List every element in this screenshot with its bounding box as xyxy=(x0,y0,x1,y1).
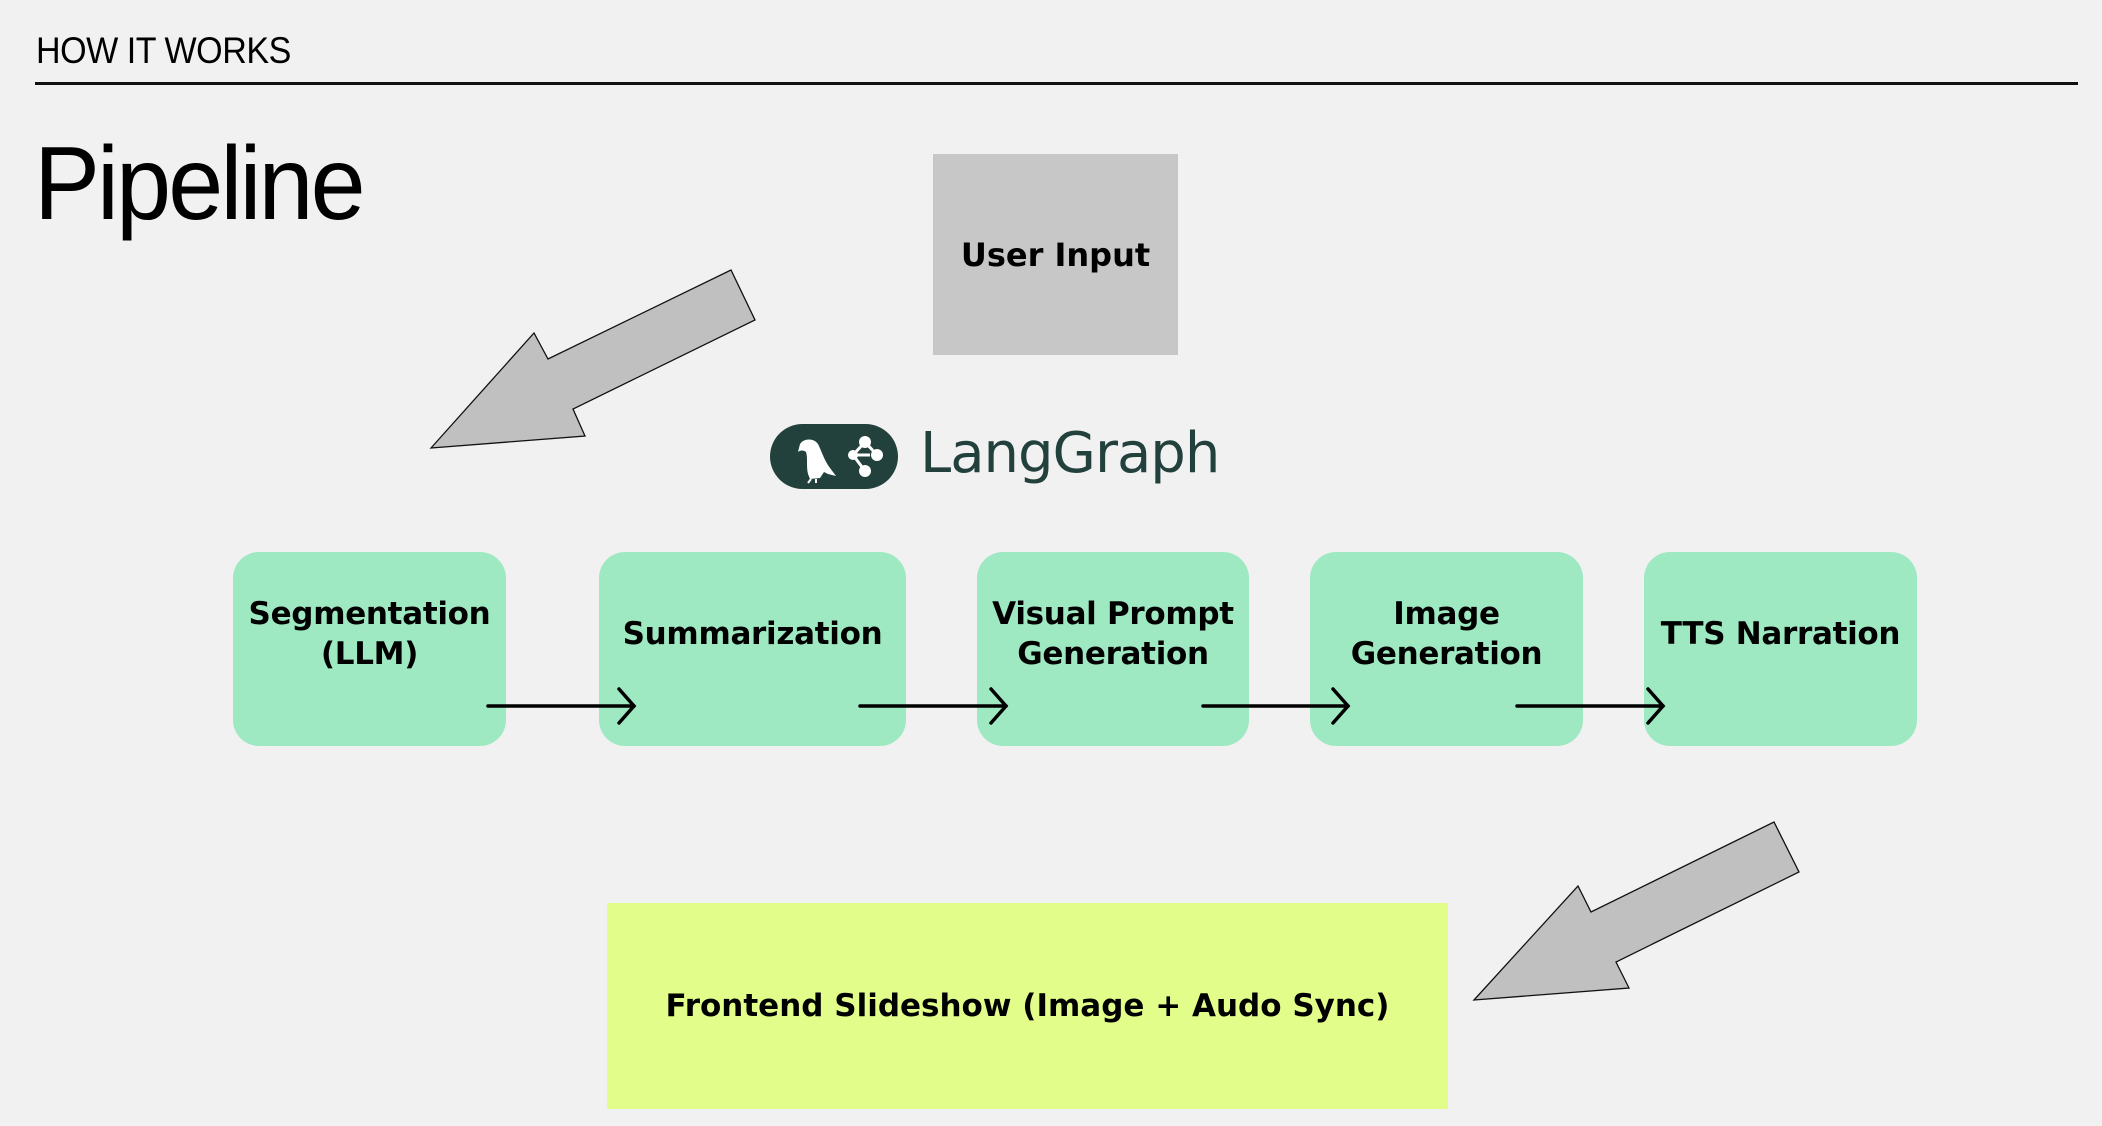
step-summarization: Summarization xyxy=(599,552,906,746)
step-label: Summarization xyxy=(622,616,883,652)
step-label: Visual Prompt Generation xyxy=(992,596,1234,672)
header-divider xyxy=(35,82,2078,85)
frontend-label: Frontend Slideshow (Image + Audo Sync) xyxy=(665,988,1390,1024)
user-input-node: User Input xyxy=(933,154,1178,355)
page-title: Pipeline xyxy=(34,126,366,242)
section-label: HOW IT WORKS xyxy=(36,30,291,71)
parrot-icon xyxy=(798,439,836,484)
graph-nodes-icon xyxy=(848,436,883,477)
block-arrow-down-left-icon xyxy=(429,269,756,449)
user-input-label: User Input xyxy=(960,235,1151,274)
frontend-slideshow-node: Frontend Slideshow (Image + Audo Sync) xyxy=(607,903,1448,1109)
step-label: Segmentation (LLM) xyxy=(248,596,491,672)
step-visual-prompt-generation: Visual Prompt Generation xyxy=(977,552,1249,746)
step-image-generation: Image Generation xyxy=(1310,552,1583,746)
langgraph-wordmark: LangGraph xyxy=(920,421,1220,486)
step-tts-narration: TTS Narration xyxy=(1644,552,1917,746)
step-label: Image Generation xyxy=(1350,596,1543,672)
step-segmentation: Segmentation (LLM) xyxy=(233,552,506,746)
step-label: TTS Narration xyxy=(1660,616,1901,652)
block-arrow-down-left-icon xyxy=(1472,821,1800,1001)
langgraph-logo xyxy=(770,424,898,489)
